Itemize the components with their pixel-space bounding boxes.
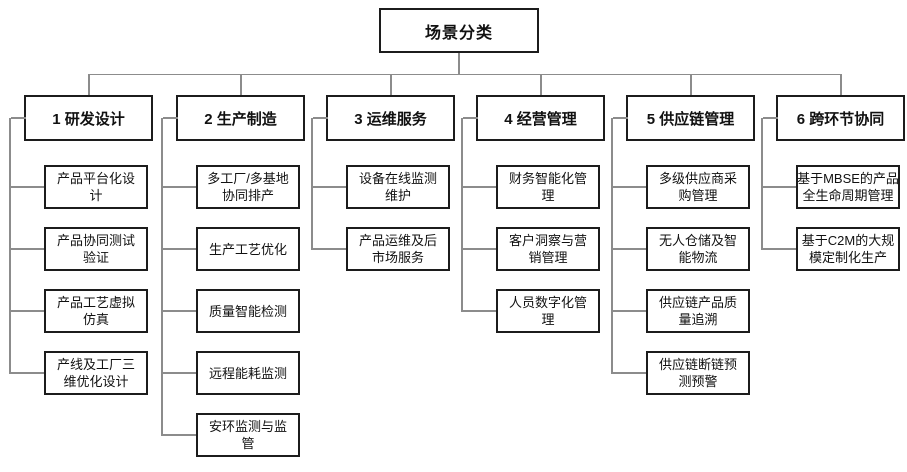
connector-drop-1 — [88, 74, 90, 95]
child-row: 基于MBSE的产品 全生命周期管理 — [761, 156, 907, 218]
branch-header: 1 研发设计 — [11, 95, 153, 141]
scenario-node: 基于MBSE的产品 全生命周期管理 — [796, 165, 900, 209]
scenario-node: 产线及工厂三 维优化设计 — [44, 351, 148, 395]
connector-bus — [88, 73, 841, 75]
connector-drop-4 — [540, 74, 542, 95]
branch-supply-chain: 5 供应链管理 多级供应商采 购管理 无人仓储及智 能物流 供应链产品质 量追溯… — [611, 95, 761, 404]
scenario-node: 质量智能检测 — [196, 289, 300, 333]
child-row: 财务智能化管 理 — [461, 156, 611, 218]
child-row: 无人仓储及智 能物流 — [611, 218, 761, 280]
child-row: 基于C2M的大规 模定制化生产 — [761, 218, 907, 280]
scenario-node: 产品运维及后 市场服务 — [346, 227, 450, 271]
connector-drop-3 — [390, 74, 392, 95]
branch-operations-service: 3 运维服务 设备在线监测 维护 产品运维及后 市场服务 — [311, 95, 461, 280]
child-row: 生产工艺优化 — [161, 218, 311, 280]
connector-drop-2 — [240, 74, 242, 95]
connector-root-stem — [458, 53, 460, 74]
scenario-node: 财务智能化管 理 — [496, 165, 600, 209]
scenario-node: 设备在线监测 维护 — [346, 165, 450, 209]
scenario-node: 远程能耗监测 — [196, 351, 300, 395]
scenario-node: 无人仓储及智 能物流 — [646, 227, 750, 271]
branch-header: 4 经营管理 — [463, 95, 605, 141]
child-row: 远程能耗监测 — [161, 342, 311, 404]
child-row: 质量智能检测 — [161, 280, 311, 342]
child-row: 产品工艺虚拟 仿真 — [9, 280, 159, 342]
child-row: 产品运维及后 市场服务 — [311, 218, 461, 280]
scenario-node: 供应链产品质 量追溯 — [646, 289, 750, 333]
branch-header: 3 运维服务 — [313, 95, 455, 141]
root-node: 场景分类 — [379, 8, 539, 53]
branch-cross-link-collaboration: 6 跨环节协同 基于MBSE的产品 全生命周期管理 基于C2M的大规 模定制化生… — [761, 95, 907, 280]
child-row: 客户洞察与营 销管理 — [461, 218, 611, 280]
scenario-node: 生产工艺优化 — [196, 227, 300, 271]
child-row: 供应链产品质 量追溯 — [611, 280, 761, 342]
branch-children: 产品平台化设 计 产品协同测试 验证 产品工艺虚拟 仿真 产线及工厂三 维优化设… — [9, 156, 159, 404]
child-row: 供应链断链预 测预警 — [611, 342, 761, 404]
scenario-node: 人员数字化管 理 — [496, 289, 600, 333]
scenario-node: 安环监测与监 管 — [196, 413, 300, 457]
branch-children: 多级供应商采 购管理 无人仓储及智 能物流 供应链产品质 量追溯 供应链断链预 … — [611, 156, 761, 404]
connector-drop-5 — [690, 74, 692, 95]
scenario-node: 产品工艺虚拟 仿真 — [44, 289, 148, 333]
branch-header: 5 供应链管理 — [613, 95, 755, 141]
scenario-node: 产品平台化设 计 — [44, 165, 148, 209]
child-row: 多工厂/多基地 协同排产 — [161, 156, 311, 218]
branch-production: 2 生产制造 多工厂/多基地 协同排产 生产工艺优化 质量智能检测 远程能耗监测… — [161, 95, 311, 466]
child-row: 设备在线监测 维护 — [311, 156, 461, 218]
child-row: 安环监测与监 管 — [161, 404, 311, 466]
branch-header: 6 跨环节协同 — [763, 95, 905, 141]
scenario-node: 多工厂/多基地 协同排产 — [196, 165, 300, 209]
scenario-node: 客户洞察与营 销管理 — [496, 227, 600, 271]
branch-children: 多工厂/多基地 协同排产 生产工艺优化 质量智能检测 远程能耗监测 安环监测与监… — [161, 156, 311, 466]
scenario-node: 多级供应商采 购管理 — [646, 165, 750, 209]
child-row: 产品协同测试 验证 — [9, 218, 159, 280]
scenario-node: 产品协同测试 验证 — [44, 227, 148, 271]
branch-header: 2 生产制造 — [163, 95, 305, 141]
connector-drop-6 — [840, 74, 842, 95]
branch-rd-design: 1 研发设计 产品平台化设 计 产品协同测试 验证 产品工艺虚拟 仿真 产线及工… — [9, 95, 159, 404]
branch-children: 设备在线监测 维护 产品运维及后 市场服务 — [311, 156, 461, 280]
branch-children: 财务智能化管 理 客户洞察与营 销管理 人员数字化管 理 — [461, 156, 611, 342]
child-row: 产品平台化设 计 — [9, 156, 159, 218]
branch-children: 基于MBSE的产品 全生命周期管理 基于C2M的大规 模定制化生产 — [761, 156, 907, 280]
branch-business-management: 4 经营管理 财务智能化管 理 客户洞察与营 销管理 人员数字化管 理 — [461, 95, 611, 342]
scenario-node: 供应链断链预 测预警 — [646, 351, 750, 395]
child-row: 多级供应商采 购管理 — [611, 156, 761, 218]
child-row: 人员数字化管 理 — [461, 280, 611, 342]
child-row: 产线及工厂三 维优化设计 — [9, 342, 159, 404]
scenario-node: 基于C2M的大规 模定制化生产 — [796, 227, 900, 271]
